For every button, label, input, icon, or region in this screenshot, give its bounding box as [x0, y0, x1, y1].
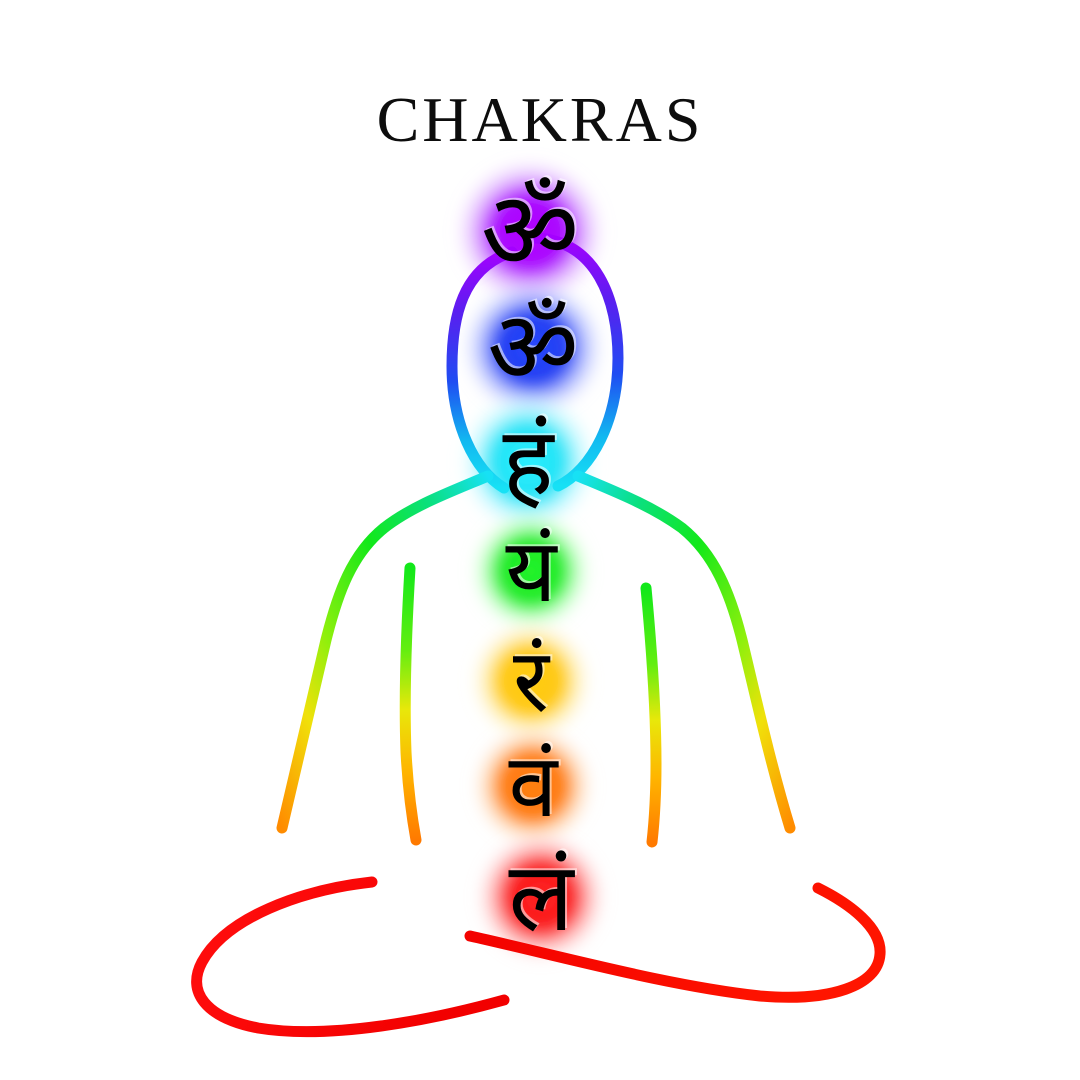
head-outline-left: [446, 246, 518, 494]
left-torso-outline: [399, 562, 422, 846]
right-leg-outline: [464, 882, 886, 1003]
chakra-glow-sacral: [471, 724, 595, 848]
head-outline: [529, 232, 624, 492]
right-arm-outline: [572, 470, 796, 834]
chakra-glow-crown: [454, 158, 606, 306]
left-arm-outline: [276, 470, 494, 834]
left-leg-outline: [191, 876, 510, 1038]
chakra-glow-throat: [458, 390, 598, 534]
chakra-glow-solar-plexus: [469, 619, 593, 743]
chakra-glow-third-eye: [461, 278, 605, 418]
chakra-glow-heart: [469, 509, 593, 633]
chakra-glow-layer: [454, 158, 607, 963]
right-torso-outline: [640, 582, 662, 848]
chakra-glow-root: [475, 831, 607, 963]
page-title: CHAKRAS: [376, 84, 704, 155]
